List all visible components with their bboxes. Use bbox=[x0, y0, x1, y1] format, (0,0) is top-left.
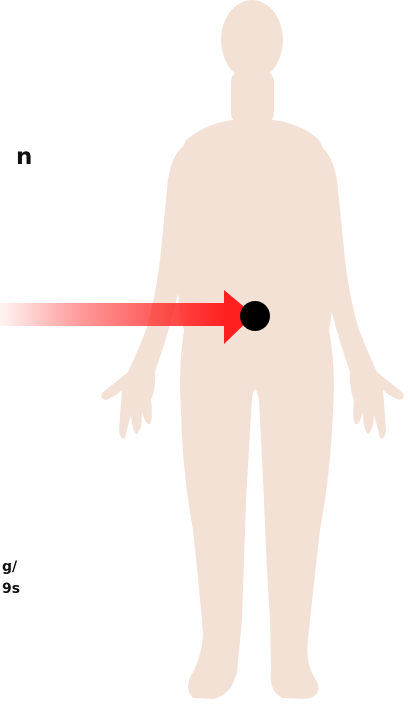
heading-fragment: n bbox=[16, 146, 32, 169]
caption-line-1: g/ bbox=[2, 560, 17, 574]
human-body-silhouette-icon bbox=[101, 0, 404, 699]
caption-line-2: 9s bbox=[2, 582, 20, 596]
location-dot-icon bbox=[240, 301, 270, 331]
